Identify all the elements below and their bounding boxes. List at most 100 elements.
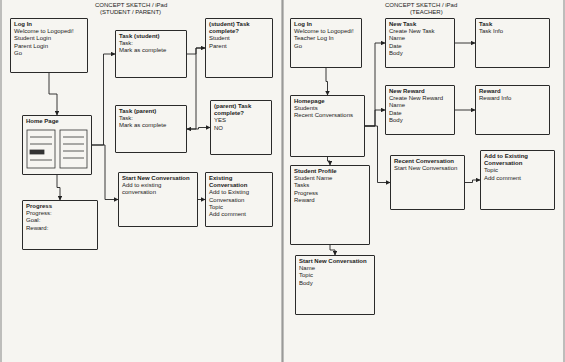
screen-field: Task: bbox=[119, 115, 183, 122]
screen-field: Add comment bbox=[484, 175, 551, 182]
screen-title: (student) Task complete? bbox=[209, 21, 269, 35]
flow-arrow bbox=[328, 157, 331, 165]
paper-sheet bbox=[2, 0, 281, 362]
screen-title: New Reward bbox=[389, 88, 451, 95]
sheet-heading: (TEACHER) bbox=[410, 9, 443, 16]
wireframe-screen: Recent ConversationStart New Conversatio… bbox=[390, 155, 465, 210]
screen-field: Date bbox=[389, 110, 451, 117]
screen-title: Start New Conversation bbox=[122, 175, 194, 182]
screen-field: Topic bbox=[209, 204, 269, 211]
sheet-heading: CONCEPT SKETCH / iPad bbox=[95, 2, 167, 9]
screen-title: Reward bbox=[479, 88, 546, 95]
screen-field: Create New Task bbox=[389, 28, 451, 35]
screen-field: Add to existing conversation bbox=[122, 182, 194, 196]
flow-arrow bbox=[49, 73, 57, 115]
flow-arrow bbox=[326, 68, 328, 95]
sketch-panel bbox=[27, 130, 55, 168]
wireframe-screen: ProgressProgress:Goal:Reward: bbox=[22, 200, 98, 250]
wireframe-screen: Log InWelcome to Logopedi!Student LoginP… bbox=[10, 18, 88, 73]
screen-title: Log In bbox=[294, 21, 358, 28]
sketch-line bbox=[63, 151, 84, 152]
screen-title: Home Page bbox=[26, 118, 88, 125]
screen-field: Body bbox=[389, 117, 451, 124]
wireframe-screen: Log InWelcome to Logopedi!Teacher Log In… bbox=[290, 18, 362, 68]
screen-field: Progress: bbox=[26, 210, 94, 217]
screen-field: Welcome to Logopedi! bbox=[294, 28, 358, 35]
wireframe-screen: Task (parent)Task:Mark as complete bbox=[115, 105, 187, 153]
screen-title: New Task bbox=[389, 21, 451, 28]
screen-field: Reward Info bbox=[479, 95, 546, 102]
wireframe-screen: HomepageStudentsRecent Conversations bbox=[290, 95, 365, 157]
sheet-heading: CONCEPT SKETCH / iPad bbox=[385, 2, 457, 9]
wireframe-screen: Home Page bbox=[22, 115, 92, 175]
screen-title: Student Profile bbox=[294, 168, 366, 175]
home-page-sketch bbox=[27, 130, 87, 168]
wireframe-screen: Student ProfileStudent NameTasksProgress… bbox=[290, 165, 370, 245]
screen-field: Parent bbox=[209, 43, 269, 50]
flow-arrow bbox=[57, 175, 60, 200]
screen-field: Start New Conversation bbox=[394, 165, 461, 172]
flow-arrow bbox=[455, 110, 475, 111]
screen-field: Go bbox=[294, 43, 358, 50]
screen-field: Task Info bbox=[479, 28, 546, 35]
flow-arrow bbox=[187, 48, 205, 129]
screen-field: Reward: bbox=[26, 225, 94, 232]
screen-title: Add to Existing Conversation bbox=[484, 153, 551, 167]
wireframe-screen: Existing ConversationAdd to Existing Con… bbox=[205, 172, 273, 227]
paper-sheet bbox=[284, 0, 563, 362]
wireframe-screen: Start New ConversationAdd to existing co… bbox=[118, 172, 198, 227]
sketch-line bbox=[63, 137, 84, 138]
screen-field: Task: bbox=[119, 40, 183, 47]
sketch-line bbox=[63, 158, 84, 159]
screen-field: Name bbox=[299, 265, 371, 272]
flow-arrow bbox=[198, 199, 205, 200]
screen-field: Teacher Log In bbox=[294, 35, 358, 42]
screen-field: Mark as complete bbox=[119, 122, 183, 129]
sketch-line bbox=[30, 137, 52, 138]
screen-field: NO bbox=[214, 125, 268, 132]
screen-field: Topic bbox=[299, 272, 371, 279]
screen-field: Add to Existing Conversation bbox=[209, 189, 269, 203]
wireframe-screen: RewardReward Info bbox=[475, 85, 550, 135]
flow-arrow bbox=[465, 180, 480, 183]
screen-field: Parent Login bbox=[14, 43, 84, 50]
screen-field: Goal: bbox=[26, 217, 94, 224]
screen-field: Go bbox=[14, 50, 84, 57]
screen-field: Students bbox=[294, 105, 361, 112]
screen-title: Task bbox=[479, 21, 546, 28]
flow-arrow bbox=[92, 145, 118, 200]
screen-field: Student Login bbox=[14, 35, 84, 42]
screen-title: Log In bbox=[14, 21, 84, 28]
sketch-line bbox=[30, 160, 52, 161]
wireframe-screen: New RewardCreate New RewardNameDateBody bbox=[385, 85, 455, 135]
flow-arrow bbox=[455, 43, 475, 44]
screen-field: Recent Conversations bbox=[294, 112, 361, 119]
screen-field: Body bbox=[389, 50, 451, 57]
wireframe-screen: New TaskCreate New TaskNameDateBody bbox=[385, 18, 455, 68]
screen-field: Tasks bbox=[294, 182, 366, 189]
screen-field: Date bbox=[389, 43, 451, 50]
sheet-gap bbox=[282, 0, 283, 362]
screen-field: Progress bbox=[294, 190, 366, 197]
wireframe-screen: Task (student)Task:Mark as complete bbox=[115, 30, 187, 78]
sketch-bar bbox=[30, 150, 44, 154]
sheet-heading: (STUDENT / PARENT) bbox=[100, 9, 161, 16]
sketch-panel bbox=[60, 130, 87, 168]
screen-field: Student bbox=[209, 35, 269, 42]
screen-field: Add comment bbox=[209, 211, 269, 218]
screen-title: Existing Conversation bbox=[209, 175, 269, 189]
wireframe-screen: Start New ConversationNameTopicBody bbox=[295, 255, 375, 315]
flow-arrow bbox=[92, 54, 115, 145]
sketch-line bbox=[30, 144, 52, 145]
screen-title: Homepage bbox=[294, 98, 361, 105]
wireframe-screen: (student) Task complete?StudentParent bbox=[205, 18, 273, 78]
screen-title: Recent Conversation bbox=[394, 158, 461, 165]
flow-arrow bbox=[187, 128, 210, 130]
wireframe-screen: TaskTask Info bbox=[475, 18, 550, 68]
screen-field: Body bbox=[299, 280, 371, 287]
screen-field: Student Name bbox=[294, 175, 366, 182]
screen-field: Create New Reward bbox=[389, 95, 451, 102]
screen-field: Reward bbox=[294, 197, 366, 204]
flow-arrow bbox=[365, 110, 385, 126]
screen-field: Topic bbox=[484, 167, 551, 174]
